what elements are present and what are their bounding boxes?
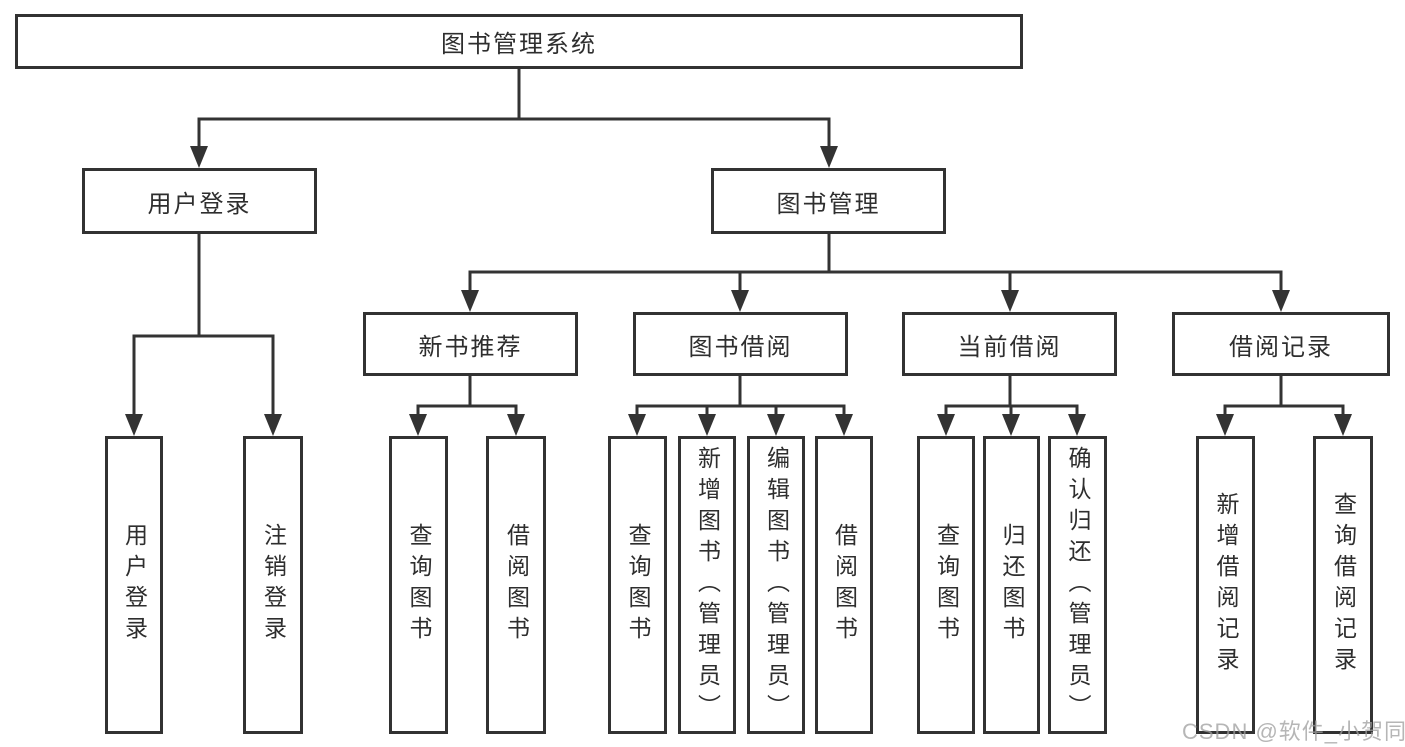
- connector-root: [197, 67, 831, 152]
- node-borrowing-records: 借阅记录: [1172, 312, 1390, 376]
- leaf-query-books-current: 查询图书: [917, 436, 975, 734]
- leaf-confirm-return-admin-label: 确认归还（管理员）: [1065, 445, 1091, 725]
- arrowheads: [125, 146, 1352, 436]
- leaf-add-borrow-record: 新增借阅记录: [1196, 436, 1255, 734]
- leaf-query-books-recommend-label: 查询图书: [406, 523, 432, 647]
- watermark: CSDN @软件_小贺同学: [1182, 719, 1405, 744]
- node-book-management: 图书管理: [711, 168, 946, 234]
- leaf-borrow-books-recommend: 借阅图书: [486, 436, 546, 734]
- leaf-user-login: 用户登录: [105, 436, 163, 734]
- leaf-borrow-books-label: 借阅图书: [831, 523, 858, 647]
- connector-current-borrow: [944, 374, 1079, 422]
- leaf-query-borrow-record: 查询借阅记录: [1313, 436, 1373, 734]
- node-new-book-recommendation-label: 新书推荐: [418, 333, 523, 361]
- node-book-borrowing-label: 图书借阅: [688, 333, 793, 361]
- connector-book-borrow: [635, 374, 846, 422]
- leaf-return-books-label: 归还图书: [999, 523, 1025, 647]
- leaf-confirm-return-admin: 确认归还（管理员）: [1048, 436, 1107, 734]
- leaf-logout-label: 注销登录: [260, 523, 287, 647]
- leaf-query-books-borrow: 查询图书: [608, 436, 667, 734]
- leaf-user-login-label: 用户登录: [121, 523, 148, 647]
- leaf-edit-book-admin-label: 编辑图书（管理员）: [763, 445, 790, 725]
- connector-user-login: [132, 232, 275, 420]
- node-borrowing-records-label: 借阅记录: [1229, 333, 1333, 361]
- leaf-query-books-borrow-label: 查询图书: [625, 523, 651, 647]
- connector-book-management: [468, 232, 1283, 296]
- leaf-borrow-books-recommend-label: 借阅图书: [503, 523, 530, 647]
- node-user-login-label: 用户登录: [147, 190, 252, 218]
- leaf-borrow-books: 借阅图书: [815, 436, 873, 734]
- leaf-logout: 注销登录: [243, 436, 303, 734]
- leaf-edit-book-admin: 编辑图书（管理员）: [747, 436, 805, 734]
- node-current-borrowing: 当前借阅: [902, 312, 1117, 376]
- leaf-query-borrow-record-label: 查询借阅记录: [1330, 492, 1357, 678]
- leaf-add-borrow-record-label: 新增借阅记录: [1213, 492, 1239, 678]
- node-book-management-label: 图书管理: [776, 190, 881, 218]
- leaf-query-books-recommend: 查询图书: [389, 436, 448, 734]
- leaf-query-books-current-label: 查询图书: [933, 523, 960, 647]
- node-root: 图书管理系统: [15, 14, 1023, 69]
- connector-new-book: [416, 374, 518, 422]
- leaf-return-books: 归还图书: [983, 436, 1040, 734]
- leaf-add-book-admin-label: 新增图书（管理员）: [694, 445, 721, 725]
- node-current-borrowing-label: 当前借阅: [957, 333, 1062, 361]
- node-book-borrowing: 图书借阅: [633, 312, 848, 376]
- node-new-book-recommendation: 新书推荐: [363, 312, 578, 376]
- leaf-add-book-admin: 新增图书（管理员）: [678, 436, 736, 734]
- connector-borrow-records: [1223, 374, 1345, 422]
- node-user-login: 用户登录: [82, 168, 317, 234]
- node-root-label: 图书管理系统: [441, 31, 597, 58]
